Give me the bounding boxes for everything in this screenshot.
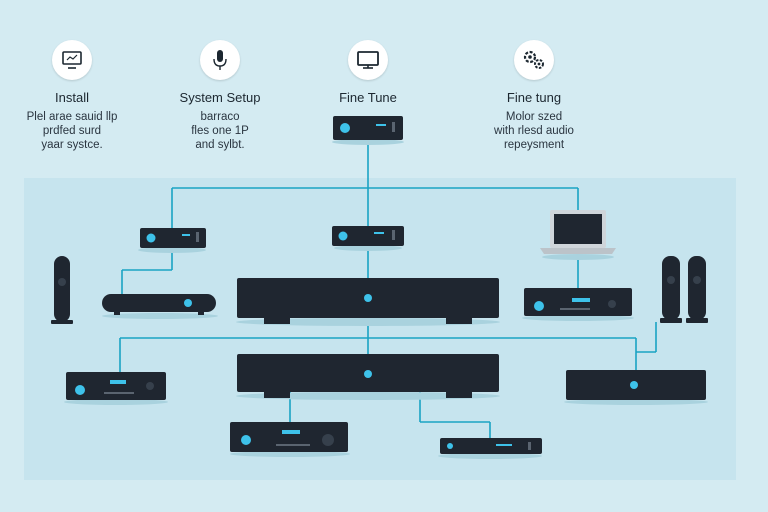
desc-line: prdfed surd <box>42 125 102 137</box>
step-fine-tune: Fine Tune <box>278 40 458 105</box>
step-fine-tuning: Fine tung Molor szed with rlesd audio re… <box>444 40 624 152</box>
receiver-device[interactable] <box>332 116 404 145</box>
desc-line: Molor szed <box>505 111 563 123</box>
main-amplifier[interactable] <box>236 354 500 400</box>
monitor-icon <box>52 40 92 80</box>
main-receiver[interactable] <box>236 278 500 326</box>
step-desc: Plel arae sauid llp prdfed surd yaar sys… <box>0 110 162 152</box>
soundbar-device[interactable] <box>102 294 218 319</box>
laptop-device[interactable] <box>540 210 616 260</box>
desc-line: and sylbt. <box>195 139 245 151</box>
receiver-device[interactable] <box>522 288 634 321</box>
step-title: Install <box>55 90 89 105</box>
speaker-right[interactable] <box>660 256 708 323</box>
step-title: Fine Tune <box>339 90 397 105</box>
step-install: Install Plel arae sauid llp prdfed surd … <box>0 40 162 152</box>
step-desc: barraco fles one 1P and sylbt. <box>130 110 310 152</box>
step-title: System Setup <box>179 90 261 105</box>
thin-receiver[interactable] <box>438 438 542 459</box>
desc-line: yaar systce. <box>41 139 103 151</box>
step-system-setup: System Setup barraco fles one 1P and syl… <box>130 40 310 152</box>
desc-line: Plel arae sauid llp <box>26 111 118 123</box>
gears-icon <box>514 40 554 80</box>
subwoofer-amp[interactable] <box>564 370 708 405</box>
desc-line: repeysment <box>503 139 565 151</box>
speaker-left[interactable] <box>51 256 73 324</box>
desc-line: barraco <box>200 111 240 123</box>
desc-line: with rlesd audio <box>494 125 574 137</box>
receiver-device[interactable] <box>64 372 168 405</box>
monitor-icon <box>348 40 388 80</box>
receiver-device[interactable] <box>230 422 350 457</box>
microphone-icon <box>200 40 240 80</box>
step-title: Fine tung <box>506 90 562 105</box>
amplifier-device[interactable] <box>138 228 206 253</box>
desc-line: fles one 1P <box>191 125 249 137</box>
step-desc: Molor szed with rlesd audio repeysment <box>444 110 624 152</box>
amplifier-device[interactable] <box>332 226 404 251</box>
